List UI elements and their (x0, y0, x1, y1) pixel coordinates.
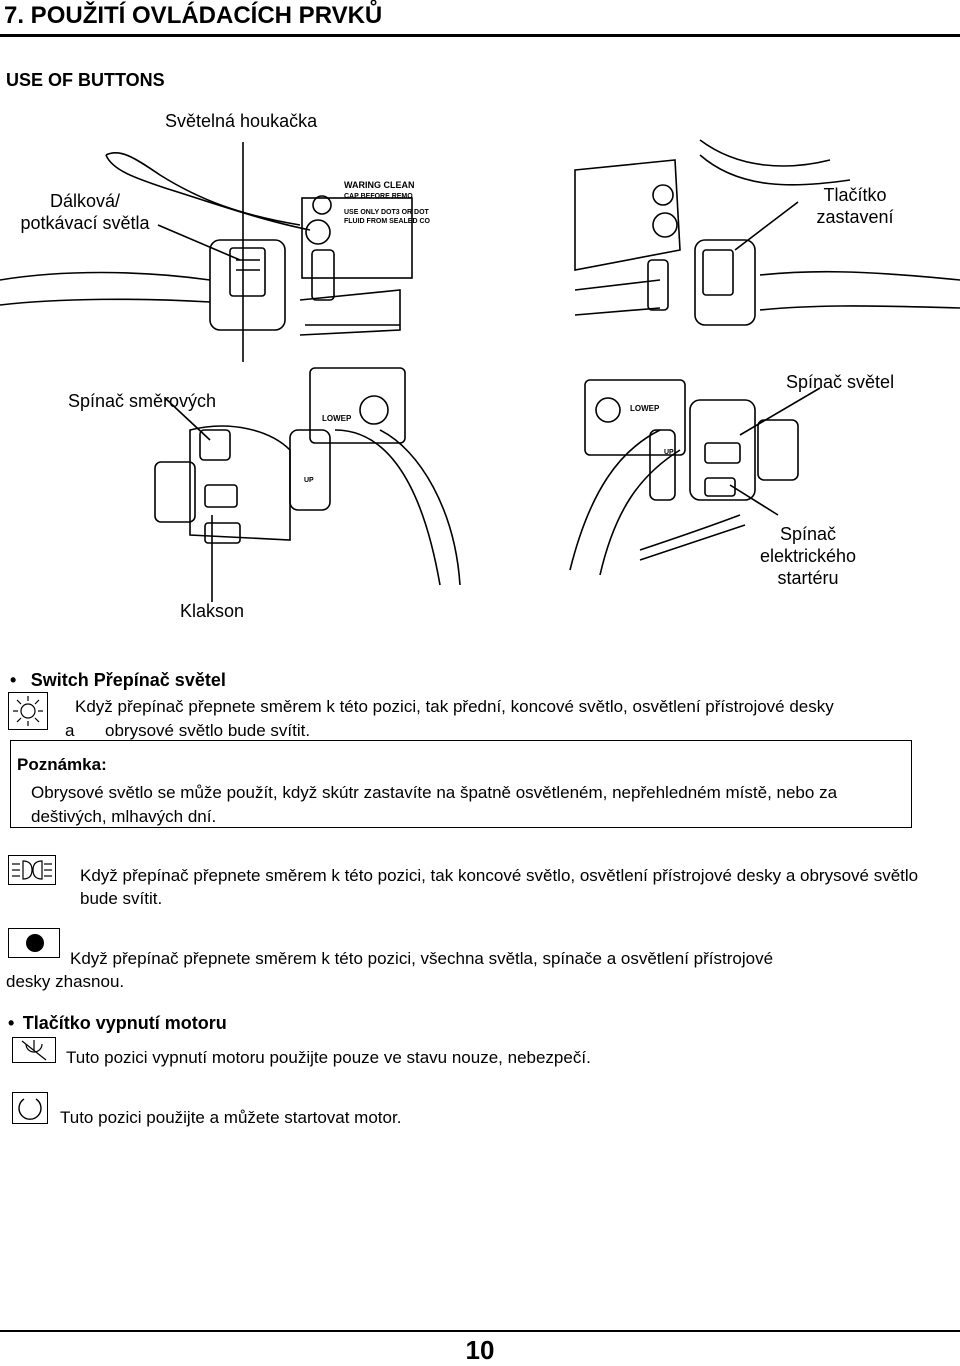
switch-item3-line2: desky zhasnou. (6, 972, 125, 991)
engine-section-heading: • Tlačítko vypnutí motoru (8, 1013, 227, 1033)
engine-stop-icon (12, 1037, 56, 1063)
label-high-beam: Dálková/ potkávací světla (20, 191, 150, 233)
page-title: 7. POUŽITÍ OVLÁDACÍCH PRVKŮ (4, 2, 383, 29)
note-title: Poznámka: (17, 755, 107, 774)
page-number: 10 (465, 1335, 495, 1365)
label-horn-light: Světelná houkačka (165, 111, 318, 131)
bullet-icon: • (10, 670, 17, 690)
section-subtitle: USE OF BUTTONS (6, 70, 165, 90)
note-text: Obrysové světlo se může použít, když skú… (31, 783, 838, 826)
header-rule (0, 34, 960, 37)
handlebar-illustrations: WARING CLEAN CAP BEFORE REMO USE ONLY DO… (0, 139, 960, 602)
pointer-line (164, 397, 211, 441)
switch-item2-text: Když přepínač přepnete směrem k této poz… (80, 866, 919, 908)
engine-item1-text: Tuto pozici vypnutí motoru použijte pouz… (66, 1048, 591, 1067)
left-handlebar-bottom (154, 367, 461, 586)
svg-text:FLUID FROM SEALED CO: FLUID FROM SEALED CO (344, 218, 430, 225)
up-label-left: UP (304, 477, 314, 484)
svg-text:WARING CLEAN: WARING CLEAN (344, 180, 415, 190)
label-turn-switch: Spínač směrových (68, 391, 217, 411)
switch-item1-line1: Když přepínač přepnete směrem k této poz… (75, 697, 834, 716)
switch-item1-line2b: obrysové světlo bude svítit. (105, 721, 311, 740)
switch-item1-line2a: a (65, 721, 75, 740)
position-light-icon (8, 855, 56, 885)
svg-text:USE ONLY DOT3 OR DOT: USE ONLY DOT3 OR DOT (344, 209, 430, 216)
switch-item3-line1: Když přepínač přepnete směrem k této poz… (70, 949, 774, 968)
engine-run-icon (12, 1092, 48, 1124)
label-stop-button: Tlačítko zastavení (816, 185, 894, 227)
headlight-icon (8, 692, 48, 730)
engine-item2-text: Tuto pozici použijte a můžete startovat … (60, 1108, 402, 1127)
footer-rule (0, 1330, 960, 1332)
lights-off-icon (8, 928, 60, 958)
note-box: Poznámka: Obrysové světlo se může použít… (10, 740, 912, 828)
bullet-icon: • (8, 1013, 15, 1033)
label-horn: Klakson (180, 601, 245, 621)
label-starter-switch: Spínač elektrického startéru (759, 524, 857, 588)
pointer-line (734, 201, 799, 251)
up-label-right: UP (664, 449, 674, 456)
label-light-switch: Spínač světel (786, 372, 895, 392)
warning-label-left: WARING CLEAN CAP BEFORE REMO USE ONLY DO… (344, 180, 430, 225)
pointer-line (157, 224, 241, 261)
pointer-line (729, 484, 779, 516)
right-handlebar-bottom (569, 379, 799, 576)
svg-text:CAP BEFORE REMO: CAP BEFORE REMO (344, 193, 413, 200)
lowep-label-right: LOWEP (630, 404, 660, 413)
pointer-line (739, 387, 821, 436)
right-handlebar-top (574, 139, 960, 326)
switch-section-heading: • Switch Přepínač světel (10, 670, 226, 690)
page-header: 7. POUŽITÍ OVLÁDACÍCH PRVKŮ (0, 0, 960, 37)
left-handlebar-top (0, 151, 413, 336)
lowep-label-left: LOWEP (322, 414, 352, 423)
